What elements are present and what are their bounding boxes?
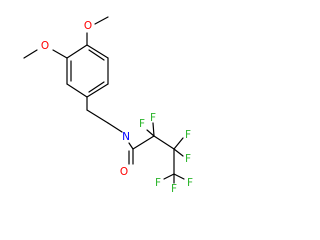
bond-ring-4 [86, 83, 109, 98]
bond-ch2-ch2 [86, 109, 109, 124]
bond-ring-3 [66, 83, 88, 98]
bond-ring-double-3 [88, 49, 105, 61]
atom-f3: F [185, 129, 191, 141]
bonds [23, 16, 185, 184]
bond-cf2b-f3 [173, 137, 184, 150]
bond-ring-6 [86, 44, 109, 59]
bond-o-me-top [94, 16, 109, 25]
atom-f1: F [150, 112, 156, 124]
bond-ring-double-2 [88, 81, 105, 93]
atom-f2: F [139, 118, 145, 130]
atom-n-amide: N [122, 131, 130, 143]
atom-o-methoxy-top: O [84, 20, 92, 32]
bond-cf2-f1 [152, 122, 155, 137]
molecule-diagram: O O N O F F F F F F F [23, 16, 193, 195]
bond-c-o-left [52, 49, 68, 59]
atom-o-methoxy-left: O [41, 40, 49, 52]
bond-ring-1 [66, 44, 88, 59]
atom-labels: O O N O F F F F F F F [41, 20, 193, 195]
atom-f7: F [187, 177, 193, 189]
bond-cf3-f5 [163, 173, 175, 180]
atom-f6: F [171, 183, 177, 195]
atom-f4: F [185, 153, 191, 165]
bond-o-me-left [23, 49, 38, 59]
atom-f5: F [155, 177, 161, 189]
structure-canvas: O O N O F F F F F F F [23, 16, 193, 195]
bond-n-c [128, 142, 134, 150]
atom-o-carbonyl: O [120, 166, 128, 178]
bond-cf2-cf2 [153, 135, 175, 150]
bond-cf2-f2 [146, 129, 155, 137]
bond-c-cf2 [132, 135, 155, 150]
bond-cf3-f7 [173, 173, 185, 180]
bond-ch2-n [107, 122, 123, 133]
bond-cf2b-f4 [173, 148, 184, 157]
